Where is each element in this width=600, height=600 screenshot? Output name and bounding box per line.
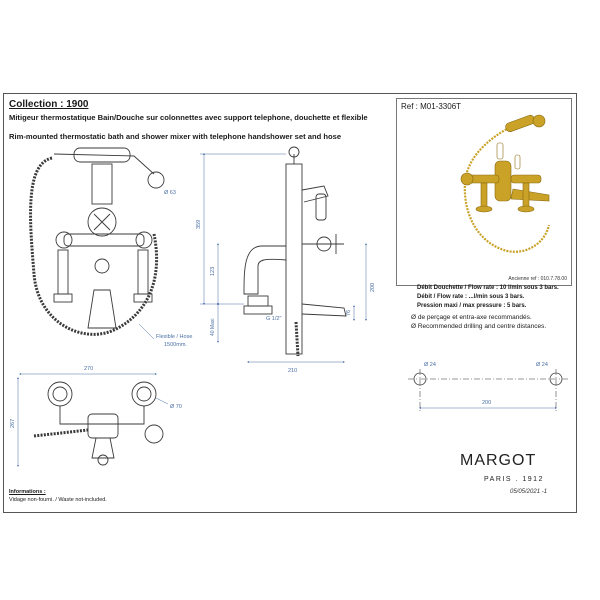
depth-210-label: 210 — [288, 368, 297, 374]
note-drilling-en: Ø Recommended drilling and centre distan… — [411, 323, 547, 330]
max-deck-label: 40 Maxi — [210, 318, 216, 336]
technical-sheet: Collection : 1900 Mitigeur thermostatiqu… — [3, 93, 577, 513]
brand-subtitle: PARIS . 1912 — [484, 476, 544, 483]
front-view — [29, 147, 165, 336]
centre-distance-label: 200 — [482, 400, 491, 406]
product-title-en: Rim-mounted thermostatic bath and shower… — [9, 132, 342, 141]
information-text: Vidage non-fourni. / Waste not-included. — [9, 497, 107, 503]
collection-title: Collection : 1900 — [9, 99, 89, 110]
technical-drawing: Ø 63 Flexible / Hose 1500mm. — [10, 146, 568, 467]
spec-pressure: Pression maxi / max pressure : 5 bars. — [417, 303, 527, 309]
reference-box: Ref : M01-3306T — [396, 98, 572, 286]
height-total-label: 359 — [196, 220, 202, 229]
document-date: 05/05/2021 -1 — [510, 489, 548, 495]
handset-diameter-label: Ø 63 — [164, 190, 176, 196]
hose-label-1: Flexible / Hose — [156, 334, 192, 340]
thread-label: G 1/2" — [266, 316, 281, 322]
note-drilling-fr: Ø de perçage et entra-axe recommandés. — [411, 314, 532, 321]
height-spout-label: 123 — [210, 267, 216, 276]
width-270-label: 270 — [84, 366, 93, 372]
depth-76-label: 76 — [346, 310, 352, 316]
product-title-fr: Mitigeur thermostatique Bain/Douche sur … — [9, 113, 368, 122]
top-view — [33, 381, 164, 466]
height-267-label: 267 — [10, 419, 16, 428]
product-render-image — [460, 114, 551, 253]
spec-flow: Débit / Flow rate : ...l/min sous 3 bars… — [417, 294, 525, 300]
height-200-label: 200 — [370, 283, 376, 292]
information-label: Informations : — [9, 489, 46, 495]
base-diameter-label: Ø 70 — [170, 404, 182, 410]
hole-right-label: Ø 24 — [536, 362, 548, 368]
hole-left-label: Ø 24 — [424, 362, 436, 368]
spec-shower-flow: Débit Douchette / Flow rate : 10 l/min s… — [417, 285, 559, 291]
reference-label: Ref : M01-3306T — [401, 102, 462, 111]
hose-label-2: 1500mm. — [164, 342, 187, 348]
brand-logo: MARGOT — [460, 452, 537, 469]
side-view — [243, 146, 347, 357]
old-reference: Ancienne ref : 010.7.78.00 — [508, 276, 567, 282]
drilling-diagram — [408, 369, 568, 412]
